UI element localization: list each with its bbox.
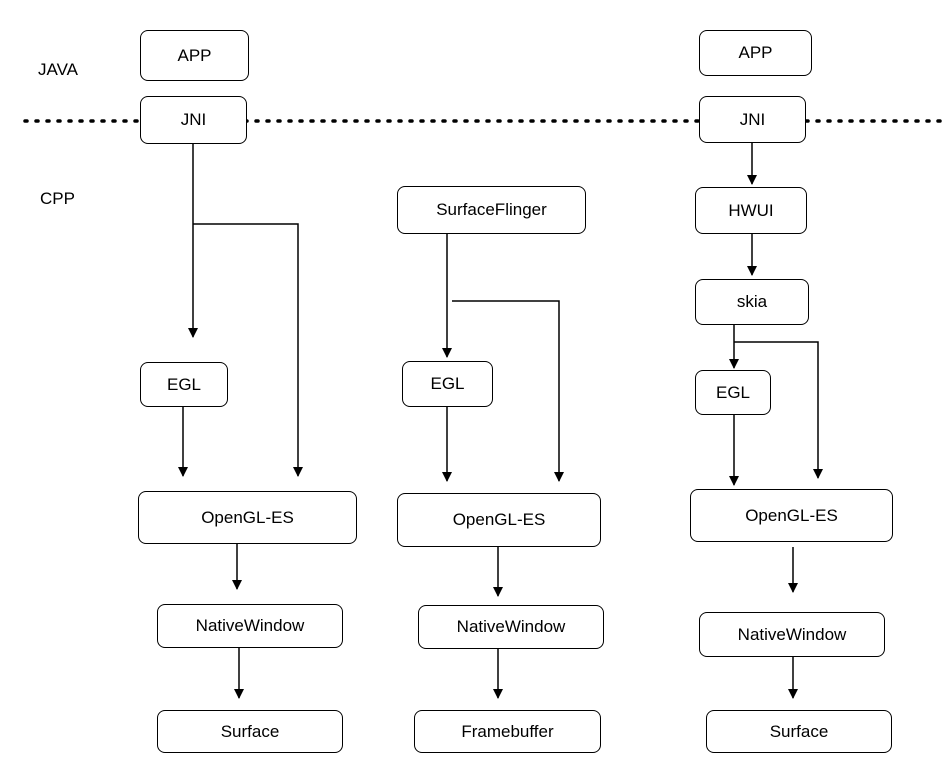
col3-nativewindow-box: NativeWindow xyxy=(699,612,885,657)
col1-app-box: APP xyxy=(140,30,249,81)
surfaceflinger-to-opengl-es-arrow xyxy=(452,300,564,482)
col3-app-box: APP xyxy=(699,30,812,76)
col3-surface-box: Surface xyxy=(706,710,892,753)
jni-to-opengl-es-arrow xyxy=(193,223,303,477)
col2-nativewindow-box: NativeWindow xyxy=(418,605,604,649)
col3-jni-box: JNI xyxy=(699,96,806,143)
col1-surface-box: Surface xyxy=(157,710,343,753)
col1-opengl-es-box: OpenGL-ES xyxy=(138,491,357,544)
skia-to-opengl-es-arrow xyxy=(734,341,823,479)
col1-egl-box: EGL xyxy=(140,362,228,407)
col2-framebuffer-box: Framebuffer xyxy=(414,710,601,753)
cpp-layer-label: CPP xyxy=(40,189,75,208)
col3-egl-box: EGL xyxy=(695,370,771,415)
col3-opengl-es-box: OpenGL-ES xyxy=(690,489,893,542)
col3-hwui-box: HWUI xyxy=(695,187,807,234)
column-1-connectors xyxy=(178,144,303,699)
col1-jni-box: JNI xyxy=(140,96,247,144)
col2-surfaceflinger-box: SurfaceFlinger xyxy=(397,186,586,234)
col2-egl-box: EGL xyxy=(402,361,493,407)
col1-nativewindow-box: NativeWindow xyxy=(157,604,343,648)
java-layer-label: JAVA xyxy=(38,60,78,79)
col2-opengl-es-box: OpenGL-ES xyxy=(397,493,601,547)
col3-skia-box: skia xyxy=(695,279,809,325)
column-3-connectors xyxy=(729,143,823,699)
column-2-connectors xyxy=(442,234,564,699)
